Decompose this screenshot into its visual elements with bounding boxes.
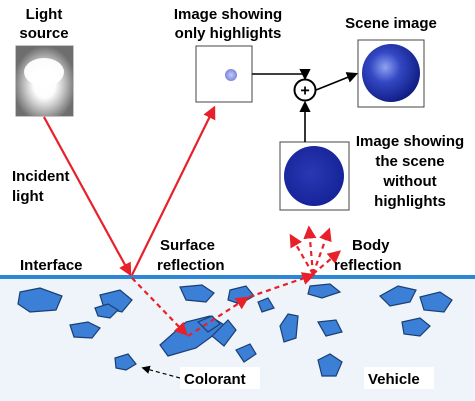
body-reflection-label-line2: reflection [334, 257, 402, 274]
colorant-particle [317, 319, 343, 337]
highlights-label-line2: only highlights [175, 25, 282, 42]
light-source-glow [15, 45, 74, 117]
body-reflection-label-line1: Body [352, 237, 390, 254]
colorant-particle [419, 291, 453, 313]
no-highlights-label-line4: highlights [374, 193, 446, 210]
combine-plus-icon: + [293, 78, 317, 102]
colorant-pointer [141, 365, 181, 379]
colorant-particle [401, 317, 431, 337]
colorant-particle [379, 285, 417, 307]
colorant-particle [211, 319, 237, 347]
combine-connectors [252, 69, 359, 142]
no-highlights-label-line1: Image showing [356, 133, 464, 150]
vehicle-label-bg [364, 367, 434, 389]
surface-reflection-label-line2: reflection [157, 257, 225, 274]
incident-light-ray [43, 116, 132, 277]
colorant-particle [114, 353, 137, 371]
scene-image [357, 39, 425, 108]
vehicle-label: Vehicle [368, 371, 420, 388]
surface-reflection-label-line1: Surface [160, 237, 215, 254]
light-source-label-line2: source [19, 25, 68, 42]
incident-light-label-line1: Incident [12, 168, 70, 185]
colorant-label-bg [180, 367, 260, 389]
no-highlights-image [279, 141, 350, 211]
colorant-particle [17, 287, 63, 313]
colorant-particle [279, 313, 299, 343]
scene-image-label: Scene image [345, 15, 437, 32]
no-highlights-label-line3: without [382, 173, 436, 190]
surface-reflection-ray [131, 105, 216, 276]
interface-label: Interface [20, 257, 83, 274]
body-reflection-paths [131, 225, 342, 337]
no-highlights-label-line2: the scene [375, 153, 444, 170]
colorant-particle [317, 353, 343, 377]
colorant-particle [179, 284, 215, 303]
svg-text:+: + [300, 83, 309, 100]
colorant-particle [235, 343, 257, 363]
colorant-particle [257, 297, 275, 313]
incident-light-label-line2: light [12, 188, 44, 205]
colorant-particle [307, 283, 342, 299]
colorant-particle [69, 321, 101, 339]
light-source-label-line1: Light [26, 6, 63, 23]
highlights-label-line1: Image showing [174, 6, 282, 23]
colorant-label: Colorant [184, 371, 246, 388]
highlights-image [195, 45, 253, 103]
colorant-particle [94, 303, 119, 319]
